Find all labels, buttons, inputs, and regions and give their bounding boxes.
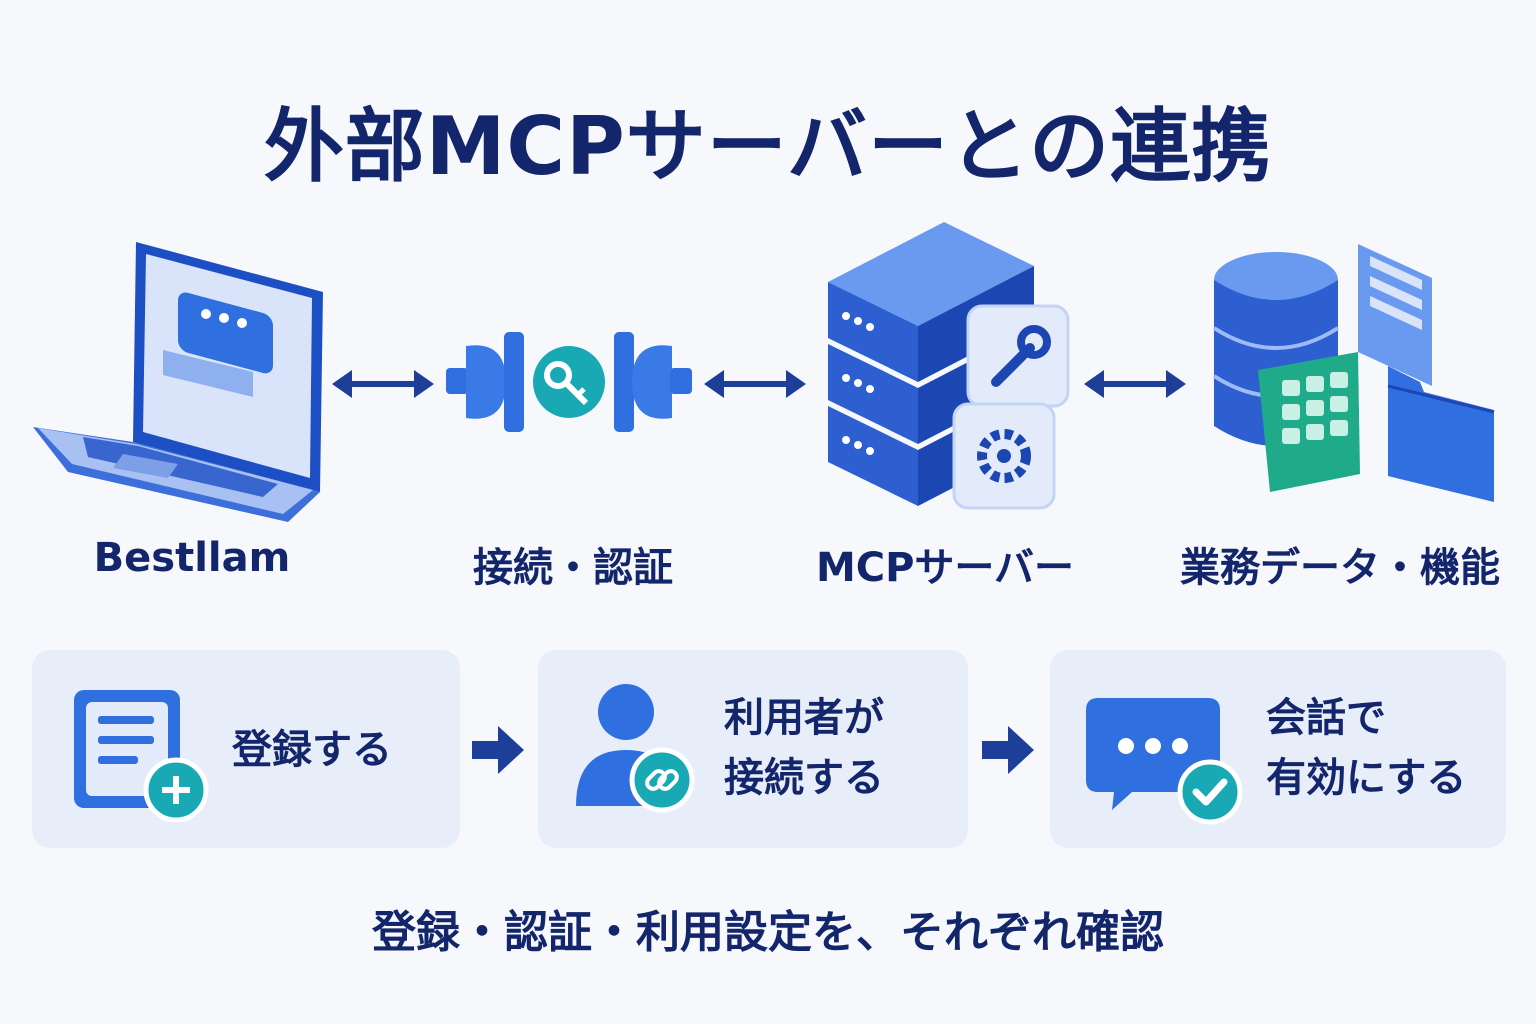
document-add-icon [70, 686, 210, 826]
step-card-user-connect: 利用者が 接続する [538, 650, 968, 848]
step-text-user-connect: 利用者が 接続する [724, 695, 884, 801]
right-arrow-icon [980, 722, 1036, 782]
chat-check-icon [1086, 694, 1246, 830]
footer-note: 登録・認証・利用設定を、それぞれ確認 [372, 907, 1164, 958]
step-text-register: 登録する [232, 727, 392, 773]
right-arrow-icon [470, 722, 526, 782]
server-tools-icon [824, 222, 1074, 528]
node-label-mcp-server: MCPサーバー [815, 545, 1075, 591]
node-label-business-data: 業務データ・機能 [1180, 545, 1500, 591]
bidirectional-arrow-icon [332, 362, 434, 410]
plug-key-icon [446, 330, 692, 434]
step-card-enable-in-chat: 会話で 有効にする [1050, 650, 1506, 848]
page-title: 外部MCPサーバーとの連携 [263, 100, 1273, 193]
step-text-enable-in-chat: 会話で 有効にする [1266, 695, 1467, 801]
step-card-register: 登録する [32, 650, 460, 848]
bidirectional-arrow-icon [704, 362, 806, 410]
node-label-bestllam: Bestllam [93, 535, 291, 581]
user-link-icon [572, 682, 702, 818]
node-label-connection: 接続・認証 [473, 545, 673, 591]
laptop-chat-icon [28, 232, 338, 522]
database-docs-icon [1210, 236, 1506, 508]
bidirectional-arrow-icon [1084, 362, 1186, 410]
